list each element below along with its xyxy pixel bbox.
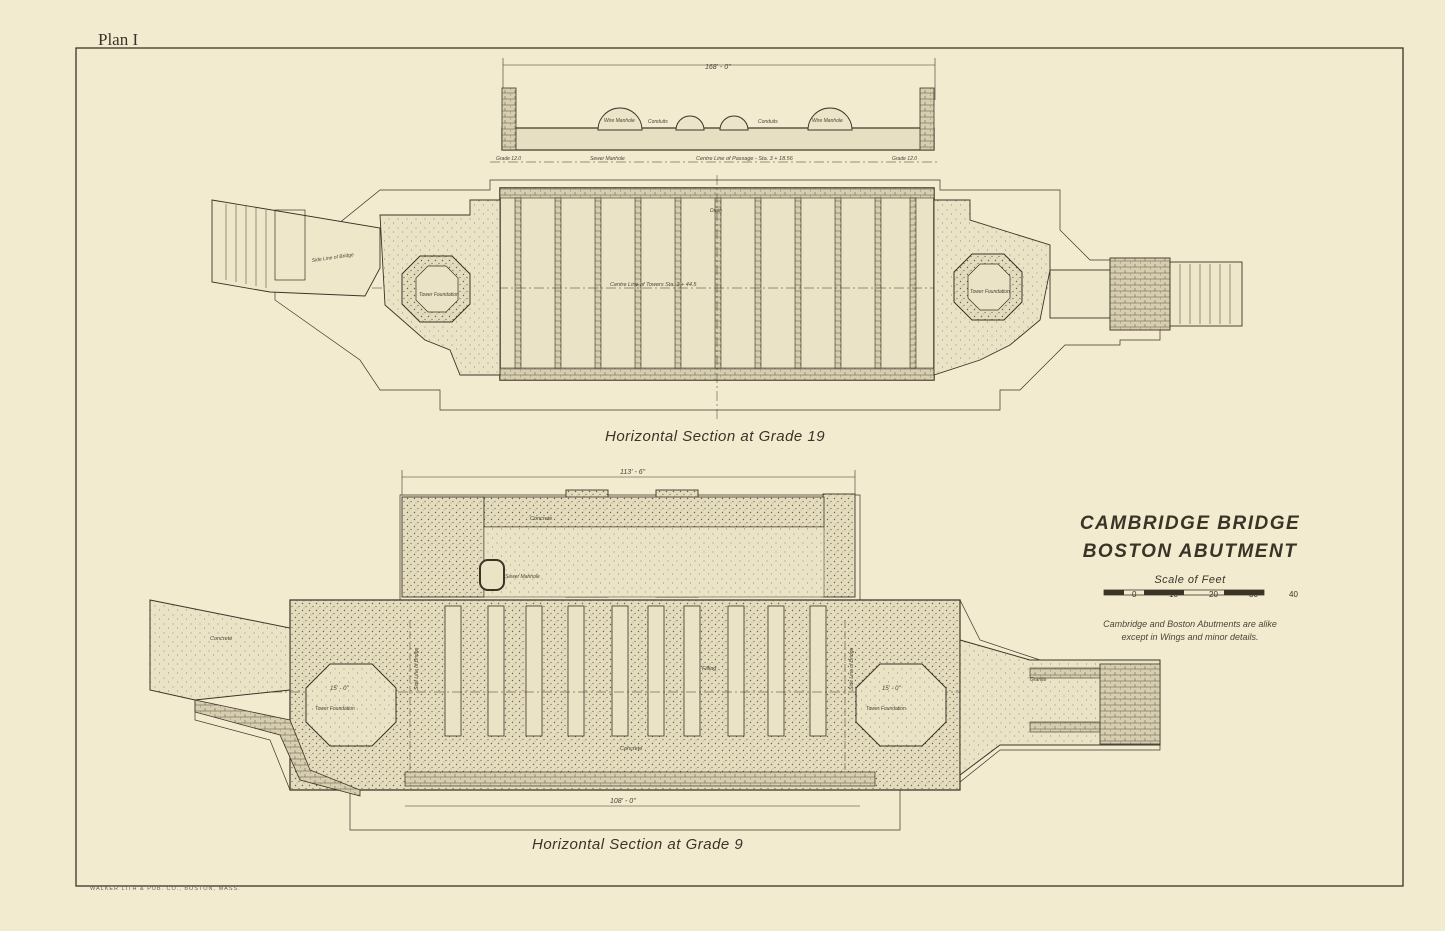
scale-bar bbox=[1103, 589, 1265, 596]
top-sewer-manhole: Sewer Manhole bbox=[590, 156, 625, 162]
bot-concrete-wing: Concrete bbox=[210, 636, 232, 642]
top-centre-line-passage: Centre Line of Passage - Sta. 3 + 18.56 bbox=[696, 156, 794, 162]
bot-granite: Granite bbox=[1030, 677, 1047, 683]
printer-mark: WALKER LITH & PUB. CO., BOSTON, MASS. bbox=[90, 886, 241, 892]
bot-base-dim: 108' - 0" bbox=[610, 798, 636, 805]
scale-tick-10: 10 bbox=[1169, 590, 1178, 599]
bot-concrete-mid: Concrete bbox=[620, 746, 642, 752]
bot-overall-dim: 113' - 6" bbox=[620, 469, 646, 476]
bot-tower-dim-l: 15' - 0" bbox=[330, 686, 349, 692]
caption-grade-19: Horizontal Section at Grade 19 bbox=[605, 428, 826, 445]
top-overall-dim: 168' - 0" bbox=[705, 64, 731, 71]
plan-label: Plan I bbox=[98, 30, 139, 49]
bot-tower-dim-r: 15' - 0" bbox=[882, 686, 901, 692]
scale-tick-20: 20 bbox=[1209, 590, 1218, 599]
plan-grade-9: 113' - 6" Concrete Sewer Manhole bbox=[149, 469, 1161, 831]
note-line-1: Cambridge and Boston Abutments are alike bbox=[1103, 619, 1277, 629]
bot-side-line-l: Side Line of Bridge bbox=[414, 648, 420, 690]
scale-ticks: 0 10 20 30 40 bbox=[1105, 590, 1298, 602]
top-grade-right: Grade 12.0 bbox=[892, 156, 917, 162]
note-line-2: except in Wings and minor details. bbox=[1121, 632, 1259, 642]
top-wire-manhole-l: Wire Manhole bbox=[604, 118, 635, 124]
title-block: CAMBRIDGE BRIDGE BOSTON ABUTMENT Scale o… bbox=[1070, 510, 1310, 644]
top-tower-left: Tower Foundation bbox=[419, 292, 459, 298]
scale-tick-30: 30 bbox=[1249, 590, 1258, 599]
scale-title: Scale of Feet bbox=[1154, 574, 1226, 586]
top-tower-right: Tower Foundation bbox=[970, 289, 1010, 295]
top-grade-left: Grade 12.0 bbox=[496, 156, 521, 162]
plan-grade-19: 168' - 0" Wire Manhole Wire Manhole Cond… bbox=[211, 58, 1243, 420]
top-side-line-left: Side Line of Bridge bbox=[311, 252, 354, 264]
bot-side-line-r: Side Line of Bridge bbox=[849, 648, 855, 690]
top-drain-label: Drain bbox=[710, 208, 722, 214]
title-line-1: CAMBRIDGE BRIDGE bbox=[1079, 513, 1301, 534]
bot-tower-right: Tower Foundation bbox=[866, 706, 906, 712]
bot-tower-left: Tower Foundation bbox=[315, 706, 355, 712]
scale-tick-0: 0 bbox=[1132, 590, 1137, 599]
top-conduits-l: Conduits bbox=[648, 119, 668, 125]
title-line-2: BOSTON ABUTMENT bbox=[1082, 541, 1298, 562]
border-frame bbox=[75, 47, 1404, 887]
top-centre-line-towers: Centre Line of Towers Sta. 3 + 44.5 bbox=[610, 282, 697, 288]
top-conduits-r: Conduits bbox=[758, 119, 778, 125]
scale-tick-40: 40 bbox=[1289, 590, 1298, 599]
bot-sewer-manhole: Sewer Manhole bbox=[505, 574, 540, 580]
top-wire-manhole-r: Wire Manhole bbox=[812, 118, 843, 124]
caption-grade-9: Horizontal Section at Grade 9 bbox=[532, 836, 744, 853]
bot-concrete-top: Concrete bbox=[530, 516, 552, 522]
bot-filling: Filling bbox=[702, 666, 717, 672]
